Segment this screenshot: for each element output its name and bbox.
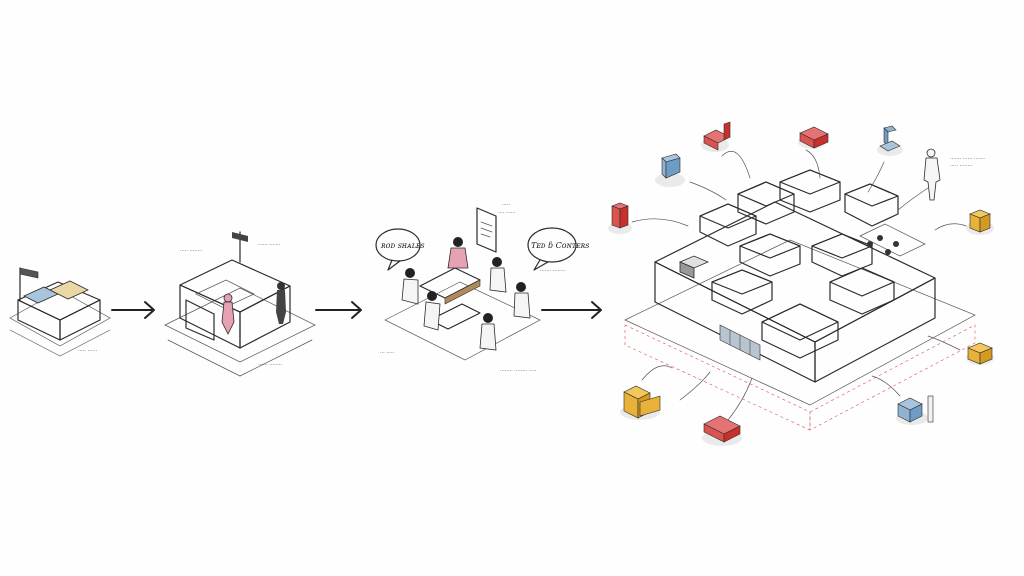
stage-3-note-d: ········ ········ ·····: [500, 368, 537, 374]
red-desk-icon-top: [798, 126, 829, 149]
stage-3-note-c: ··· ·····: [380, 350, 395, 356]
stage-3-note-b: ···· ······: [498, 210, 516, 216]
stage-2-cubicle: ····· ········ ······ ······· ······ ···…: [164, 231, 316, 377]
red-chair-icon-top: [701, 121, 731, 152]
stage-4-office-complex: [624, 169, 976, 431]
arrow-2: [315, 301, 362, 319]
blue-computer-icon-left: [655, 153, 685, 187]
blue-lamp-icon: [877, 125, 903, 156]
connector-lines: [631, 149, 967, 421]
yellow-chair-icon-right: [966, 209, 994, 235]
yellow-box-icon-right: [966, 342, 994, 365]
blue-printer-icon-bottom: [896, 395, 934, 425]
person-note: ······· ······ ·······: [950, 156, 985, 162]
component-icons: ······· ······ ······· ····· ········: [608, 121, 994, 446]
person-note-b: ····· ········: [950, 163, 973, 169]
arrow-1: [111, 301, 155, 319]
speech-bubble-left: ʀᴏᴅ ꜱʜᴀʟᴇꜱ: [380, 241, 425, 250]
stage-3-note-e: ······· ········: [540, 268, 566, 274]
stage-3-note-a: ·····: [502, 202, 510, 208]
red-cabinet-icon-left: [608, 202, 632, 234]
yellow-desk-icon-bottom-left: [620, 385, 661, 420]
speech-bubble-right: Ƭᴇᴅ ɓ Cᴏɴᴛᴇʀꜱ: [531, 241, 589, 250]
stage-2-note-b: ······ ·······: [258, 242, 281, 248]
arrow-3: [541, 301, 602, 319]
red-desk-icon-bottom: [702, 415, 742, 446]
stage-1-desk-unit: ····· ······: [9, 267, 111, 357]
stage-2-note-c: ······ ········: [258, 362, 282, 368]
stage-2-note-a: ····· ········: [180, 248, 203, 254]
stage-1-note: ····· ······: [78, 348, 97, 354]
stage-3-meeting: ʀᴏᴅ ꜱʜᴀʟᴇꜱ Ƭᴇᴅ ɓ Cᴏɴᴛᴇʀꜱ ····· ···· ····…: [375, 202, 589, 374]
person-figure-icon: ······· ······ ······· ····· ········: [923, 148, 985, 201]
